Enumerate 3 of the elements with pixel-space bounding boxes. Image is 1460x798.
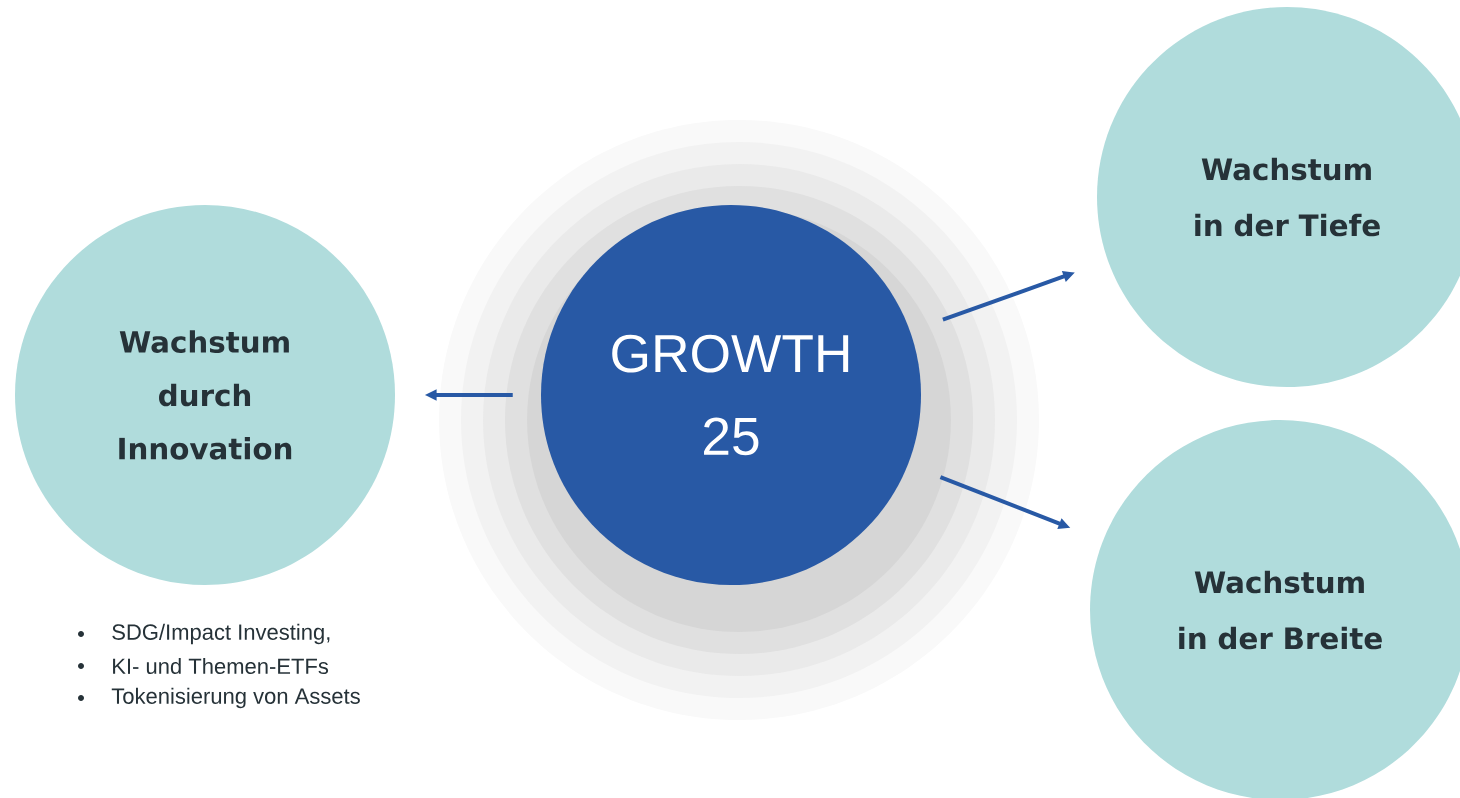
- bullet-text: SDG/Impact Investing,: [112, 623, 330, 645]
- bullet-text: Tokenisierung von Assets: [111, 687, 360, 709]
- bullet-text: KI- und Themen-ETFs: [113, 657, 329, 675]
